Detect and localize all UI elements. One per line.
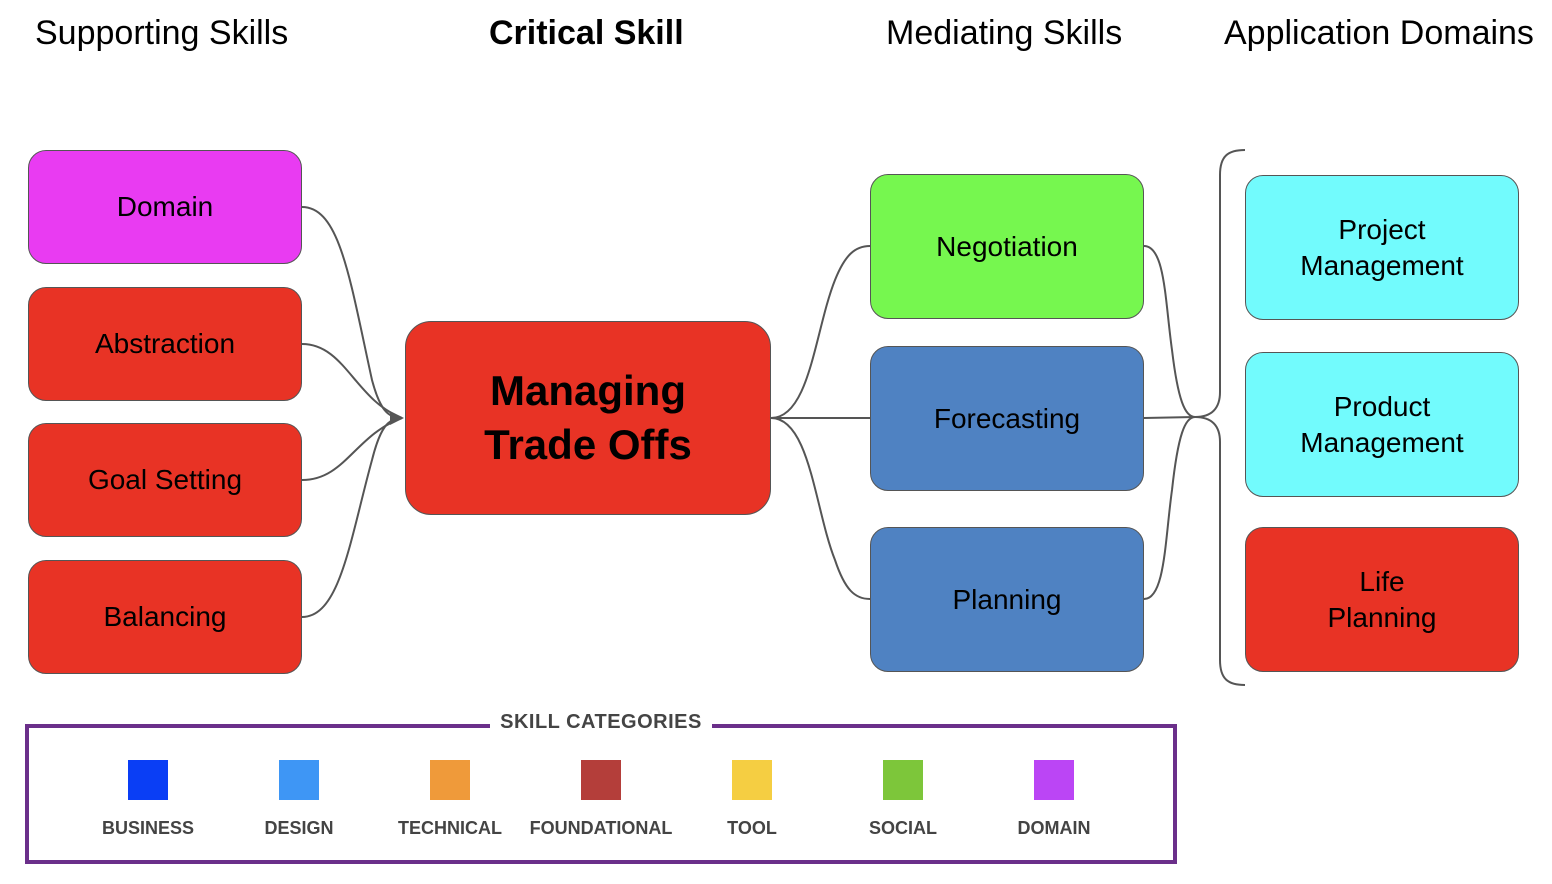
legend-item-design: DESIGN	[224, 760, 374, 839]
node-planning: Planning	[870, 527, 1144, 672]
legend-item-technical: TECHNICAL	[375, 760, 525, 839]
legend-swatch	[581, 760, 621, 800]
connector-domain	[301, 206, 403, 419]
header-mediating-skills: Mediating Skills	[886, 14, 1123, 52]
connector-planning	[770, 417, 871, 600]
connector-negotiation	[770, 245, 871, 419]
node-balancing: Balancing	[28, 560, 302, 674]
node-forecasting: Forecasting	[870, 346, 1144, 491]
node-managing-trade-offs: Managing Trade Offs	[405, 321, 771, 515]
connector-abstraction	[301, 343, 403, 419]
legend-label: TOOL	[727, 818, 777, 838]
legend-swatch	[732, 760, 772, 800]
legend-label: BUSINESS	[101, 818, 195, 838]
connector-planning-out	[1143, 416, 1196, 600]
legend-item-business: BUSINESS	[73, 760, 223, 839]
node-product-management: Product Management	[1245, 352, 1519, 497]
node-negotiation: Negotiation	[870, 174, 1144, 319]
legend-swatch	[1034, 760, 1074, 800]
node-domain: Domain	[28, 150, 302, 264]
connector-balancing	[301, 417, 403, 618]
header-supporting-skills: Supporting Skills	[35, 14, 289, 52]
legend-label: DOMAIN	[1017, 818, 1091, 838]
node-project-management: Project Management	[1245, 175, 1519, 320]
legend-item-foundational: FOUNDATIONAL	[526, 760, 676, 839]
header-critical-skill: Critical Skill	[489, 14, 684, 52]
legend-label: DESIGN	[264, 818, 334, 838]
node-goal-setting: Goal Setting	[28, 423, 302, 537]
legend-swatch	[883, 760, 923, 800]
header-application-domains: Application Domains	[1224, 14, 1534, 52]
legend-title: SKILL CATEGORIES	[490, 708, 712, 736]
node-abstraction: Abstraction	[28, 287, 302, 401]
legend-item-tool: TOOL	[677, 760, 827, 839]
legend-swatch	[430, 760, 470, 800]
legend-swatch	[128, 760, 168, 800]
legend-label: TECHNICAL	[398, 818, 502, 838]
connector-negotiation-out	[1143, 245, 1196, 418]
legend-label: FOUNDATIONAL	[529, 818, 673, 838]
legend-item-social: SOCIAL	[828, 760, 978, 839]
legend-label: SOCIAL	[868, 818, 937, 838]
legend-swatch	[279, 760, 319, 800]
node-life-planning: Life Planning	[1245, 527, 1519, 672]
legend-item-domain: DOMAIN	[979, 760, 1129, 839]
connector-goal-setting	[301, 417, 403, 481]
connector-forecasting-out	[1143, 416, 1196, 419]
domain-bracket	[1194, 149, 1246, 686]
